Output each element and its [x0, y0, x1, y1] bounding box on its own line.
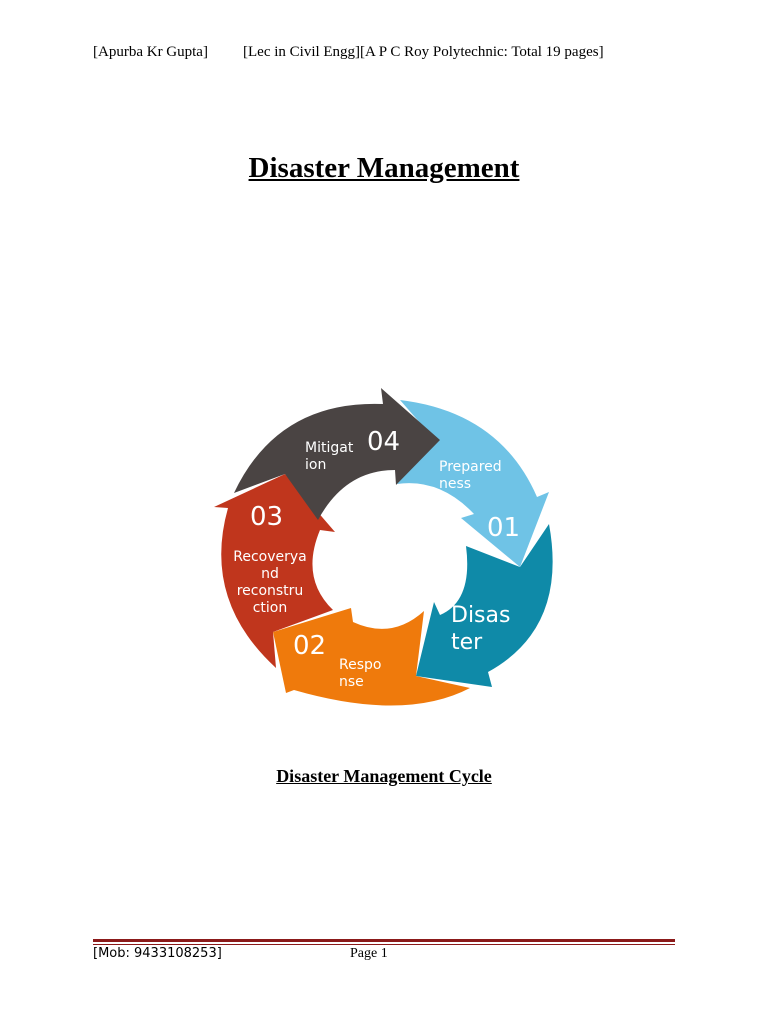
header-author: [Apurba Kr Gupta]: [93, 44, 208, 60]
svg-text:Recoverya: Recoverya: [233, 549, 307, 565]
page-title: Disaster Management: [248, 152, 520, 184]
svg-text:Prepared: Prepared: [439, 459, 502, 475]
label-disaster: Disas ter: [451, 603, 510, 655]
segment-response: [273, 608, 470, 706]
footer-divider-thick: [93, 939, 675, 942]
number-03: 03: [250, 502, 283, 532]
label-preparedness: Prepared ness 01: [439, 459, 520, 543]
svg-text:Disas: Disas: [451, 603, 510, 628]
label-response: 02 Respo nse: [293, 631, 381, 690]
segment-disaster: [416, 524, 553, 687]
svg-text:ness: ness: [439, 476, 471, 492]
segment-recovery: [214, 474, 335, 668]
segment-mitigation: [234, 388, 440, 520]
svg-text:ction: ction: [253, 600, 288, 616]
diagram-caption: Disaster Management Cycle: [276, 766, 492, 786]
svg-text:nse: nse: [339, 674, 364, 690]
label-mitigation: Mitigat ion 04: [305, 427, 400, 473]
footer-divider-thin: [93, 944, 675, 945]
svg-text:reconstru: reconstru: [237, 583, 304, 599]
number-01: 01: [487, 513, 520, 543]
svg-text:Respo: Respo: [339, 657, 381, 673]
svg-text:ion: ion: [305, 457, 326, 473]
footer-mobile: [Mob: 9433108253]: [93, 946, 222, 961]
footer-page-number: Page 1: [350, 946, 388, 961]
number-02: 02: [293, 631, 326, 661]
svg-text:nd: nd: [261, 566, 279, 582]
svg-text:Mitigat: Mitigat: [305, 440, 354, 456]
header-info: [Lec in Civil Engg][A P C Roy Polytechni…: [243, 44, 604, 60]
number-04: 04: [367, 427, 400, 457]
svg-text:ter: ter: [451, 630, 483, 655]
label-recovery: 03 Recoverya nd reconstru ction: [233, 502, 307, 616]
